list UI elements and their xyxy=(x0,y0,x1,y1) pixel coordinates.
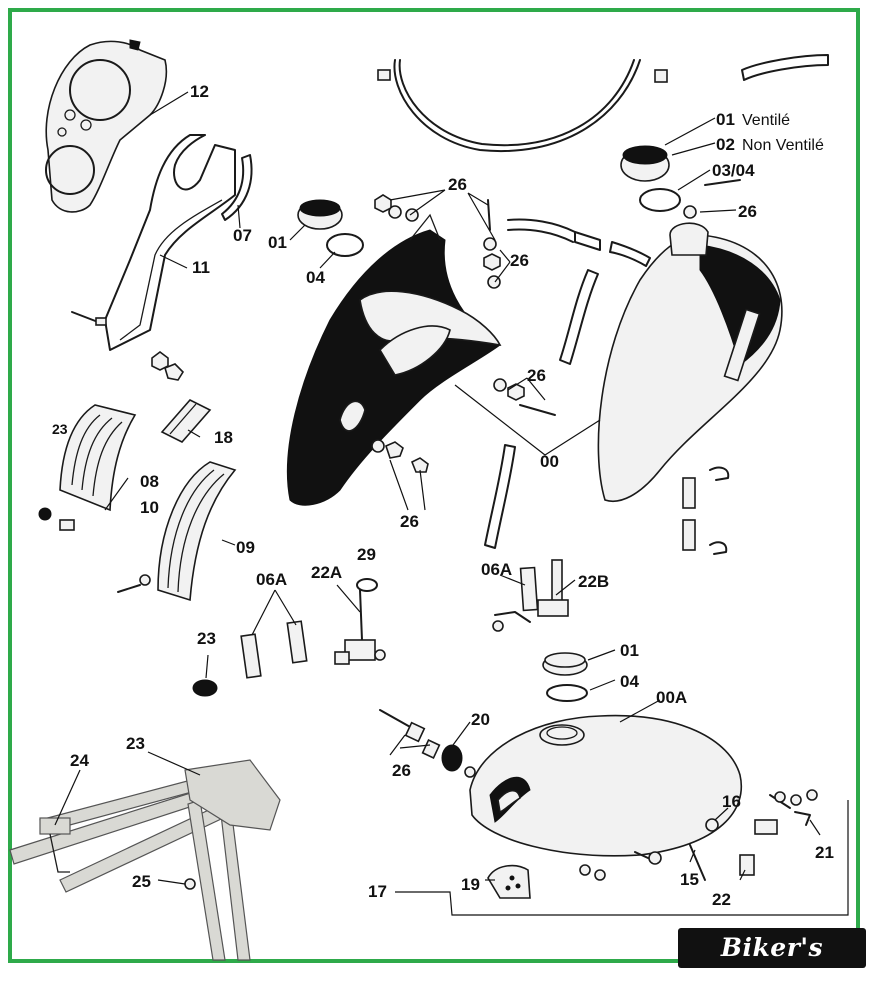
label-non-ventile: Non Ventilé xyxy=(742,137,824,154)
fastener-group-11 xyxy=(71,311,185,381)
fastener-group-pads xyxy=(38,507,151,593)
motorcycle-frame xyxy=(9,759,281,961)
callout-20: 20 xyxy=(471,710,490,729)
hose-piece-top-right xyxy=(741,54,829,81)
callout-07: 07 xyxy=(233,226,252,245)
callout-00: 00 xyxy=(540,452,559,471)
callout-04-bottom: 04 xyxy=(620,672,639,691)
diagram-border xyxy=(8,8,860,963)
callout-22a: 22A xyxy=(311,563,342,582)
part-07-strip xyxy=(221,154,253,221)
callout-01-bottom: 01 xyxy=(620,641,639,660)
callout-29: 29 xyxy=(357,545,376,564)
callout-23-frame: 23 xyxy=(126,734,145,753)
small-fitting-left xyxy=(377,69,391,81)
part-00a-tank xyxy=(469,714,742,857)
callout-10: 10 xyxy=(140,498,159,517)
part-11-bracket xyxy=(104,134,236,351)
leader-lines xyxy=(54,91,849,916)
part-29-washer xyxy=(356,578,378,592)
callout-18: 18 xyxy=(214,428,233,447)
fuel-line-sleeves xyxy=(682,466,730,555)
callout-01-left: 01 xyxy=(268,233,287,252)
callout-01-ventile: 01 xyxy=(716,110,735,129)
callout-19: 19 xyxy=(461,875,480,894)
callout-0304: 03/04 xyxy=(712,161,755,180)
gasket-0304-right xyxy=(639,188,681,212)
part-22b-fuel-tap xyxy=(492,559,569,632)
left-fuel-tank xyxy=(286,213,502,506)
callout-26-tank: 26 xyxy=(392,761,411,780)
part-09-knee-pad xyxy=(157,461,237,602)
label-ventile: Ventilé xyxy=(742,112,790,129)
callout-00a: 00A xyxy=(656,688,687,707)
callout-26-lower: 26 xyxy=(527,366,546,385)
callout-labels: 12 07 11 26 01 04 26 01 Ventilé 02 Non V… xyxy=(52,82,834,909)
crossover-hose-arc xyxy=(393,59,641,152)
part-18-strip xyxy=(160,399,212,443)
part-08-knee-pad xyxy=(59,404,137,512)
callout-25: 25 xyxy=(132,872,151,891)
callout-08: 08 xyxy=(140,472,159,491)
fastener-group-bottom-right xyxy=(579,789,818,881)
fuel-line-center xyxy=(484,444,516,549)
callout-22b: 22B xyxy=(578,572,609,591)
logo-text: Biker's Store xyxy=(720,933,824,1002)
cap-0102-right xyxy=(620,145,670,182)
fastener-group-20 xyxy=(379,709,476,778)
callout-04-left: 04 xyxy=(306,268,325,287)
callout-06a-left: 06A xyxy=(256,570,287,589)
callout-09: 09 xyxy=(236,538,255,557)
callout-26-right: 26 xyxy=(738,202,757,221)
part-23-nut xyxy=(192,679,218,697)
callout-23-pad: 23 xyxy=(52,421,68,437)
crossover-hose-arc-inner xyxy=(398,59,635,147)
callout-26-bottom: 26 xyxy=(400,512,419,531)
vent-hose-tee xyxy=(507,218,651,365)
callout-16: 16 xyxy=(722,792,741,811)
right-fuel-tank xyxy=(597,222,783,502)
gasket-04-bottom xyxy=(546,684,588,702)
callout-23-nut: 23 xyxy=(197,629,216,648)
part-06a-filters-left xyxy=(240,620,308,679)
callout-12: 12 xyxy=(190,82,209,101)
callout-17: 17 xyxy=(368,882,387,901)
biker-store-logo: Biker's Store xyxy=(678,928,866,1002)
parts-diagram-stage: 12 07 11 26 01 04 26 01 Ventilé 02 Non V… xyxy=(8,8,866,1002)
cap-01-left xyxy=(297,199,343,230)
callout-22: 22 xyxy=(712,890,731,909)
callout-11: 11 xyxy=(192,258,210,277)
fastener-group-26 xyxy=(371,179,741,473)
part-22a-fuel-tap xyxy=(334,589,386,665)
callout-26-top: 26 xyxy=(448,175,467,194)
callout-26-mid: 26 xyxy=(510,251,529,270)
gasket-04-left xyxy=(326,233,364,257)
callout-06a-center: 06A xyxy=(481,560,512,579)
part-06a-filter-center xyxy=(519,566,539,612)
callout-21: 21 xyxy=(815,843,834,862)
part-12-instrument-panel xyxy=(45,39,168,213)
small-fitting-right xyxy=(654,69,668,83)
callout-15: 15 xyxy=(680,870,699,889)
exploded-parts-diagram: 12 07 11 26 01 04 26 01 Ventilé 02 Non V… xyxy=(9,39,849,961)
cap-01-bottom xyxy=(542,652,588,676)
callout-02-non-ventile: 02 xyxy=(716,135,735,154)
part-19-pad xyxy=(487,864,531,899)
callout-24: 24 xyxy=(70,751,89,770)
